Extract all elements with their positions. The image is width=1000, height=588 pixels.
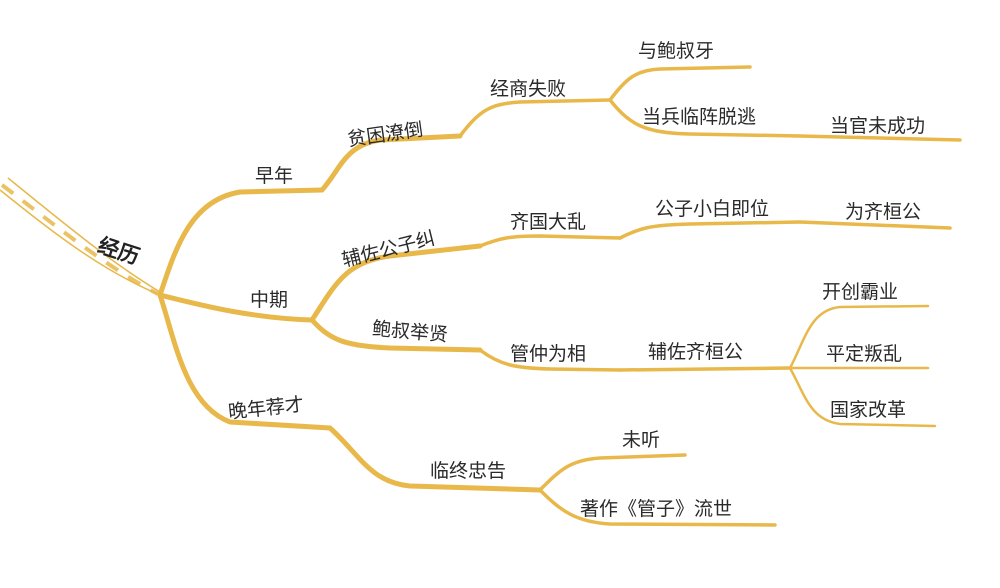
node-reform: 国家改革: [830, 399, 906, 421]
branch-poverty: [319, 133, 463, 193]
node-middle: 中期: [250, 289, 288, 311]
branch-hegemony: [788, 304, 930, 370]
node-final-advice: 临终忠告: [430, 460, 506, 482]
node-gongzijiu: 辅佐公子纠: [340, 227, 438, 271]
node-soldier-flee: 当兵临阵脱逃: [642, 106, 756, 128]
node-guanzi-book: 著作《管子》流世: [580, 498, 732, 520]
branch-recommend: [309, 317, 483, 353]
node-rebellion: 平定叛乱: [826, 343, 902, 365]
branch-chancellor: [478, 348, 622, 372]
node-official-fail: 当官未成功: [830, 115, 925, 137]
branch-huangong: [798, 220, 952, 230]
node-hegemony: 开创霸业: [822, 281, 898, 303]
node-xiaobai: 公子小白即位: [655, 198, 769, 220]
branch-chaos: [478, 234, 622, 248]
branch-guanzi: [538, 488, 777, 527]
root-stem-decoration: [0, 177, 161, 296]
branch-baoshuya: [608, 65, 752, 102]
branch-xiaobai: [618, 220, 802, 240]
branch-soldier: [608, 98, 962, 142]
branch-reform: [788, 366, 937, 428]
root-label: 经历: [95, 232, 143, 269]
branch-middle: [157, 292, 315, 323]
node-chaos: 齐国大乱: [510, 211, 586, 233]
branch-not-heeded: [538, 453, 687, 492]
node-recommend: 鲍叔举贤: [371, 318, 449, 347]
node-baoshuya: 与鲍叔牙: [638, 40, 714, 62]
node-late: 晚年荐才: [227, 394, 305, 424]
branch-business: [458, 98, 612, 138]
node-assist-huangong: 辅佐齐桓公: [648, 341, 743, 363]
node-not-heeded: 未听: [622, 429, 660, 451]
node-huangong: 为齐桓公: [845, 201, 921, 223]
branch-gongzijiu: [309, 243, 483, 323]
node-business-failure: 经商失败: [490, 78, 566, 100]
branch-assist-huangong: [618, 366, 792, 372]
branch-advice: [327, 425, 543, 493]
node-chancellor: 管仲为相: [510, 343, 586, 365]
branch-early: [157, 187, 325, 298]
node-early: 早年: [255, 165, 293, 187]
branch-late: [157, 292, 333, 431]
node-poverty: 贫困潦倒: [346, 118, 424, 150]
